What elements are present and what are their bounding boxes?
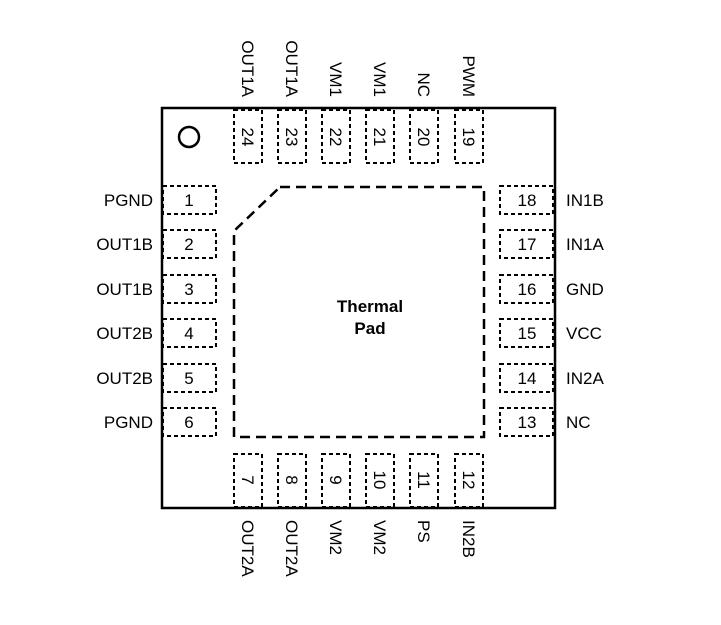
pin-label-15: VCC <box>566 324 602 343</box>
pin-label-23: OUT1A <box>282 40 301 97</box>
pin-label-2: OUT1B <box>96 235 153 254</box>
pad-pin-5 <box>162 363 217 393</box>
pad-pin-1 <box>162 185 217 215</box>
pad-pin-23 <box>277 109 307 164</box>
pin-number-21: 21 <box>370 128 389 147</box>
pin-label-10: VM2 <box>370 520 389 555</box>
pad-pin-21 <box>365 109 395 164</box>
pin-number-7: 7 <box>238 475 257 484</box>
pad-pin-12 <box>454 453 484 508</box>
pin-label-13: NC <box>566 413 591 432</box>
pin-number-20: 20 <box>414 128 433 147</box>
pin-label-16: GND <box>566 280 604 299</box>
pin-number-12: 12 <box>459 471 478 490</box>
pad-pin-10 <box>365 453 395 508</box>
pin-number-18: 18 <box>518 191 537 210</box>
pin-label-14: IN2A <box>566 369 604 388</box>
pad-pin-20 <box>409 109 439 164</box>
pin-label-6: PGND <box>104 413 153 432</box>
pin-number-15: 15 <box>518 324 537 343</box>
pin-number-24: 24 <box>238 128 257 147</box>
pad-pin-13 <box>499 407 554 437</box>
pad-pin-7 <box>233 453 263 508</box>
pin-number-22: 22 <box>326 128 345 147</box>
pad-pin-11 <box>409 453 439 508</box>
pin-number-4: 4 <box>184 324 193 343</box>
pin-label-17: IN1A <box>566 235 604 254</box>
pin-number-2: 2 <box>184 235 193 254</box>
pin-number-16: 16 <box>518 280 537 299</box>
pin-number-10: 10 <box>370 471 389 490</box>
pad-pin-22 <box>321 109 351 164</box>
pin-number-9: 9 <box>326 475 345 484</box>
pad-pin-18 <box>499 185 554 215</box>
pin-number-14: 14 <box>518 369 537 388</box>
thermal-pad-label-line1: Thermal <box>337 297 403 316</box>
pin-number-3: 3 <box>184 280 193 299</box>
pin-label-11: PS <box>414 520 433 543</box>
pin1-marker-icon <box>177 125 201 149</box>
pin-number-11: 11 <box>414 471 433 489</box>
pin-number-19: 19 <box>459 128 478 147</box>
pin-label-12: IN2B <box>459 520 478 558</box>
pin-label-18: IN1B <box>566 191 604 210</box>
pin-label-24: OUT1A <box>238 40 257 97</box>
pin-label-22: VM1 <box>326 62 345 97</box>
pad-pin-15 <box>499 318 554 348</box>
pad-pin-3 <box>162 274 217 304</box>
package-outline <box>160 106 557 510</box>
pin-label-3: OUT1B <box>96 280 153 299</box>
pin-number-17: 17 <box>518 235 537 254</box>
pin-label-8: OUT2A <box>282 520 301 577</box>
pad-pin-24 <box>233 109 263 164</box>
pad-pin-2 <box>162 229 217 259</box>
pin-label-1: PGND <box>104 191 153 210</box>
thermal-pad-label-line2: Pad <box>354 319 385 338</box>
pin-number-1: 1 <box>184 191 193 210</box>
pin-number-23: 23 <box>282 128 301 147</box>
pad-pin-8 <box>277 453 307 508</box>
pad-pin-14 <box>499 363 554 393</box>
pin-number-13: 13 <box>518 413 537 432</box>
pin-label-19: PWM <box>459 55 478 97</box>
pin-label-5: OUT2B <box>96 369 153 388</box>
pin-label-4: OUT2B <box>96 324 153 343</box>
pad-pin-19 <box>454 109 484 164</box>
pin-number-8: 8 <box>282 475 301 484</box>
pad-pin-9 <box>321 453 351 508</box>
pin-label-9: VM2 <box>326 520 345 555</box>
pin-label-21: VM1 <box>370 62 389 97</box>
pin-number-6: 6 <box>184 413 193 432</box>
pin-number-5: 5 <box>184 369 193 388</box>
pad-pin-4 <box>162 318 217 348</box>
thermal-pad <box>232 185 486 439</box>
pad-pin-16 <box>499 274 554 304</box>
pad-pin-17 <box>499 229 554 259</box>
pin-label-20: NC <box>414 72 433 97</box>
pad-pin-6 <box>162 407 217 437</box>
pin-label-7: OUT2A <box>238 520 257 577</box>
